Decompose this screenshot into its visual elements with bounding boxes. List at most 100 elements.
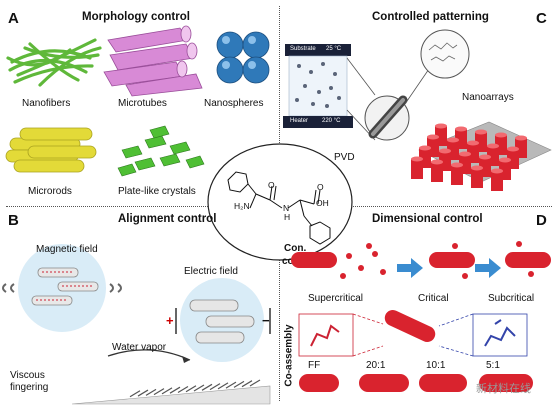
label-microtubes: Microtubes xyxy=(118,98,167,109)
finger-ridge xyxy=(137,389,149,397)
nanoarray-illustration xyxy=(411,121,552,191)
mol-h2n: H₂N xyxy=(234,201,250,211)
finger-ridge xyxy=(201,383,213,391)
finger-ridge xyxy=(161,387,173,395)
concentration-row-illustration xyxy=(291,241,551,279)
finger-ridge xyxy=(241,380,253,388)
molecule-dot xyxy=(372,251,378,257)
label-nanospheres: Nanospheres xyxy=(204,98,264,109)
panel-title-a: Morphology control xyxy=(82,11,190,23)
molecule-dot xyxy=(346,253,352,259)
label-substrate: Substrate xyxy=(290,46,316,52)
finger-ridge xyxy=(225,381,237,389)
finger-ridge xyxy=(209,383,221,391)
label-pvd: PVD xyxy=(334,152,355,163)
panel-letter-c: C xyxy=(536,10,547,27)
panel-letter-a: A xyxy=(8,10,19,27)
label-water-vapor: Water vapor xyxy=(112,342,167,353)
molecule-dot xyxy=(542,253,548,259)
magnetic-field-illustration xyxy=(2,244,122,332)
panel-title-c: Controlled patterning xyxy=(372,11,489,23)
mol-o1: O xyxy=(268,180,275,190)
panel-title-d: Dimensional control xyxy=(372,213,483,225)
label-subcritical: Subcritical xyxy=(488,293,535,304)
molecule-dot xyxy=(358,265,364,271)
red-tube xyxy=(479,374,533,392)
red-tube xyxy=(359,374,409,392)
panel-a-art xyxy=(5,25,270,177)
label-viscous: Viscous fingering xyxy=(10,370,49,393)
label-5-1: 5:1 xyxy=(486,360,500,371)
electric-field-illustration xyxy=(175,278,271,362)
label-20-1: 20:1 xyxy=(366,360,386,371)
finger-ridge xyxy=(233,380,245,388)
label-plus: + xyxy=(166,313,174,328)
panel-c-art xyxy=(283,29,552,191)
red-tube xyxy=(384,309,436,343)
finger-ridge xyxy=(193,384,205,392)
finger-ridge xyxy=(217,382,229,390)
molecule-dot xyxy=(452,243,458,249)
microrods-illustration xyxy=(5,127,97,173)
label-10-1: 10:1 xyxy=(426,360,446,371)
molecule-illustration xyxy=(207,143,353,261)
plates-illustration xyxy=(117,125,205,177)
red-tube xyxy=(419,374,467,392)
mol-o2: O xyxy=(317,182,324,192)
red-tube xyxy=(291,252,337,268)
molecule-dot xyxy=(380,269,386,275)
red-tube xyxy=(429,252,475,268)
magnified-tube-illustration xyxy=(346,29,470,141)
label-plates: Plate-like crystals xyxy=(118,186,196,197)
nano-pillar xyxy=(431,159,443,182)
nano-pillar xyxy=(451,162,463,185)
panel-b-art xyxy=(2,244,271,405)
label-critical: Critical xyxy=(418,293,449,304)
nanospheres-illustration xyxy=(216,31,270,84)
nano-pillar xyxy=(491,168,503,191)
finger-ridge xyxy=(249,379,261,387)
molecule-dot xyxy=(516,241,522,247)
panel-title-b: Alignment control xyxy=(118,213,217,225)
watermark: 新材料在线 xyxy=(476,383,531,395)
nanofibers-illustration xyxy=(6,38,102,87)
label-minus: − xyxy=(262,313,270,328)
panel-d-art xyxy=(291,241,551,392)
finger-ridge xyxy=(185,385,197,393)
finger-ridge xyxy=(169,386,181,394)
co-assembly-illustration xyxy=(298,309,533,392)
molecule-dot xyxy=(528,271,534,277)
mol-h: H xyxy=(284,212,291,222)
label-con: Con. xyxy=(284,243,307,254)
finger-ridge xyxy=(153,388,165,396)
label-electric: Electric field xyxy=(184,266,238,277)
molecule-dot xyxy=(340,273,346,279)
viscous-fingering-illustration xyxy=(71,349,271,405)
label-nanofibers: Nanofibers xyxy=(22,98,71,109)
molecule-dot xyxy=(462,273,468,279)
finger-ridge xyxy=(129,390,141,398)
mol-oh: OH xyxy=(316,198,329,208)
panel-letter-b: B xyxy=(8,212,19,229)
label-ff: FF xyxy=(308,360,321,371)
nano-pillar xyxy=(471,165,483,188)
label-temp-bottom: 220 °C xyxy=(322,118,341,124)
nano-pillar xyxy=(411,156,423,179)
finger-ridge xyxy=(145,388,157,396)
label-magnetic: Magnetic field xyxy=(36,244,98,255)
red-tube xyxy=(505,252,551,268)
mol-n: N xyxy=(283,203,290,213)
red-tube xyxy=(299,374,339,392)
label-heater: Heater xyxy=(290,118,309,124)
label-temp-top: 25 °C xyxy=(326,46,342,52)
label-nanoarrays: Nanoarrays xyxy=(462,92,514,103)
finger-ridge xyxy=(177,385,189,393)
microtubes-illustration xyxy=(103,25,203,97)
label-microrods: Microrods xyxy=(28,186,72,197)
label-supercritical: Supercritical xyxy=(308,293,364,304)
label-co-assembly: Co-assembly xyxy=(283,324,295,387)
panel-letter-d: D xyxy=(536,212,547,229)
molecule-dot xyxy=(366,243,372,249)
pvd-chamber-illustration xyxy=(283,44,353,128)
